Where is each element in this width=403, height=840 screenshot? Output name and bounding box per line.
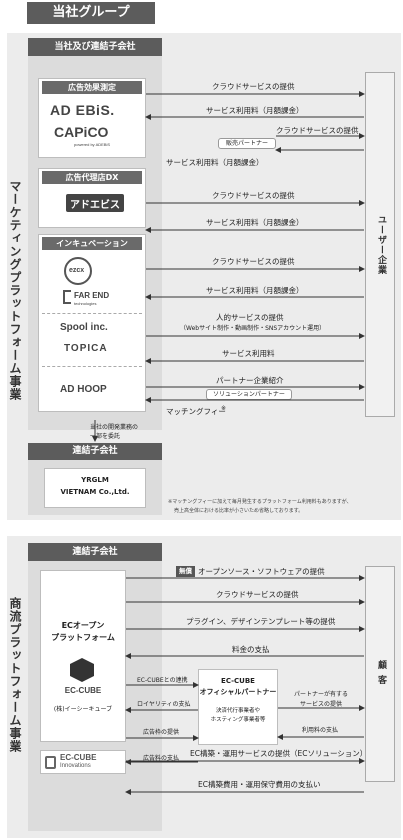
- incubation-arrow-label-3: 人的サービスの提供: [216, 313, 284, 322]
- platform-label-2: プラットフォーム: [51, 633, 115, 642]
- user-companies-label: ユーザー企業: [376, 215, 386, 275]
- vietnam-header: 連結子会社: [28, 443, 162, 460]
- ec-cube-card: [40, 570, 126, 742]
- ad-effect-header: 広告効果測定: [42, 81, 142, 94]
- incubation-card: [38, 234, 146, 412]
- footnote-line-1: ※マッチングフィーに加えて毎月発生するプラットフォーム利用料もありますが、: [168, 499, 352, 505]
- footnote-line-2: 売上高全体における比率が小さいため省略しております。: [174, 508, 304, 514]
- partner-arrow-label-1: EC-CUBEとの連携: [137, 677, 188, 684]
- vietnam-card: [44, 468, 146, 508]
- incubation-divider-1: [42, 313, 142, 314]
- ec-cube-logo: EC-CUBE: [64, 686, 102, 695]
- partner-arrow-label-4: 広告料の支払: [143, 755, 180, 762]
- agency-arrow-label-2: サービス利用料（月額課金）: [206, 218, 304, 227]
- innovations-arrow-label-1: EC構築・運用サービスの提供（ECソリューション）: [190, 749, 368, 758]
- incubation-arrow-label-1: クラウドサービスの提供: [212, 257, 295, 266]
- commerce-company-header: 連結子会社: [28, 543, 162, 561]
- official-partner-line-4: ホスティング事業者等: [210, 717, 266, 723]
- commerce-arrow-label-1: オープンソース・ソフトウェアの提供: [198, 567, 325, 576]
- commerce-side-label: 商流プラットフォーム事業: [8, 597, 22, 753]
- matching-fee-footnote-mark: ※: [221, 405, 227, 412]
- topica-logo: TOPICA: [64, 343, 108, 354]
- adhoop-logo: AD HOOP: [60, 384, 107, 395]
- free-badge: 無償: [176, 566, 195, 577]
- adebis-logo: AD EBiS.: [50, 102, 115, 118]
- incubation-arrow-label-6: パートナー企業紹介: [216, 376, 284, 385]
- incubation-arrow-label-7: マッチングフィー: [166, 407, 226, 416]
- spool-logo: Spool inc.: [60, 322, 108, 333]
- partner-arrow-label-2: ロイヤリティの支払: [137, 701, 191, 708]
- ezcx-logo-text: ezcx: [69, 267, 85, 274]
- ezcx-logo: ezcx: [64, 257, 92, 285]
- ec-cube-cube-icon: [70, 658, 94, 682]
- adebis-dx-logo: アドエビス: [66, 194, 124, 212]
- partner-customer-label-2: サービスの提供: [300, 701, 343, 708]
- platform-label-1: ECオープン: [61, 621, 105, 630]
- agency-dx-header: 広告代理店DX: [42, 171, 142, 184]
- commerce-arrow-label-2: クラウドサービスの提供: [216, 590, 299, 599]
- far-end-sub: technologies: [74, 301, 97, 306]
- ad-effect-arrow-label-4: サービス利用料（月額課金）: [166, 158, 264, 167]
- customer-box: [365, 566, 395, 782]
- capico-logo: CAPiCO: [54, 124, 109, 140]
- official-partner-line-3: 決済代行事業者や: [215, 708, 260, 714]
- innovations-logo: EC-CUBE: [60, 753, 97, 762]
- partner-customer-label-3: 利用料の支払: [302, 727, 339, 734]
- innovations-arrow-label-2: EC構築費用・運用保守費用の支払い: [198, 780, 321, 789]
- far-end-icon: [63, 290, 71, 304]
- commerce-arrow-label-4: 料金の支払: [232, 645, 270, 654]
- innovations-icon: [45, 756, 56, 769]
- official-partner-box: [198, 669, 278, 745]
- vietnam-line-2: VIETNAM Co.,Ltd.: [60, 488, 130, 496]
- incubation-arrow-label-4: （Webサイト制作・動画制作・SNSアカウント運用）: [180, 325, 326, 332]
- ad-effect-arrow-label-3: クラウドサービスの提供: [276, 126, 359, 135]
- ec-cube-company-name: (株)イーシーキューブ: [53, 706, 113, 713]
- partner-customer-label-1: パートナーが有する: [294, 691, 349, 698]
- commerce-arrow-label-3: プラグイン、デザインテンプレート等の提供: [186, 617, 336, 626]
- sales-partner-pill: 販売パートナー: [218, 138, 276, 149]
- incubation-arrow-label-2: サービス利用料（月額課金）: [206, 286, 304, 295]
- vietnam-line-1: YRGLM: [81, 476, 109, 484]
- agency-arrow-label-1: クラウドサービスの提供: [212, 191, 295, 200]
- group-companies-header: 当社及び連結子会社: [28, 38, 162, 56]
- ad-effect-arrow-label-2: サービス利用料（月額課金）: [206, 106, 304, 115]
- adebis-dx-logo-text: アドエビス: [70, 200, 120, 211]
- innovations-logo-sub: Innovations: [60, 763, 91, 769]
- official-partner-line-2: オフィシャルパートナー: [199, 688, 277, 696]
- dev-note-line-2: 一部を委託: [90, 433, 121, 440]
- incubation-divider-2: [42, 366, 142, 367]
- partner-arrow-label-3: 広告枠の提供: [143, 729, 180, 736]
- capico-powered-by: powered by ADEBiS: [74, 142, 111, 147]
- ad-effect-arrow-label-1: クラウドサービスの提供: [212, 82, 295, 91]
- marketing-side-label: マーケティングプラットフォーム事業: [8, 179, 22, 401]
- incubation-header: インキュベーション: [42, 237, 142, 250]
- official-partner-line-1: EC-CUBE: [221, 677, 255, 685]
- customer-label: 顧客: [376, 660, 386, 690]
- group-header: 当社グループ: [27, 2, 155, 24]
- far-end-logo: FAR END: [74, 291, 110, 300]
- dev-note-line-1: 当社の開発業務の: [90, 424, 139, 431]
- incubation-arrow-label-5: サービス利用料: [222, 349, 275, 358]
- user-companies-box: [365, 72, 395, 417]
